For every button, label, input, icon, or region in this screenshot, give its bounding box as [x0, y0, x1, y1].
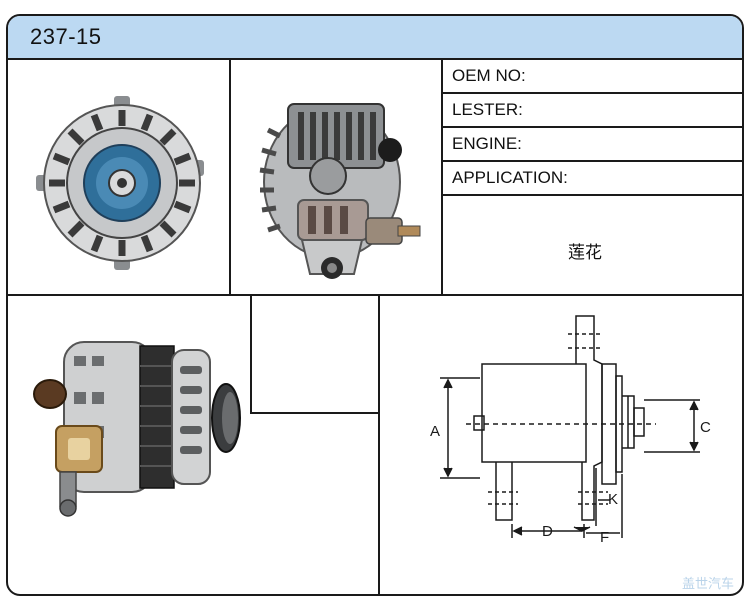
dimension-label-f: F [600, 529, 609, 546]
divider-horizontal-middle [8, 294, 742, 296]
engine-label: ENGINE: [452, 134, 522, 153]
part-number-title: 237-15 [30, 24, 102, 49]
application-value: 莲花 [568, 243, 602, 263]
watermark: 盖世汽车 [681, 577, 734, 592]
application-label: APPLICATION: [452, 168, 568, 187]
dimension-label-c: C [700, 419, 711, 436]
alternator-front-photo [32, 90, 212, 276]
dimension-label-d: D [542, 523, 553, 540]
dimension-label-a: A [430, 423, 440, 440]
divider-vertical-lower-left [250, 294, 252, 414]
oem-no-label: OEM NO: [452, 66, 526, 85]
alternator-side-photo [30, 322, 250, 522]
header-bar: 237-15 [8, 16, 742, 60]
lester-label: LESTER: [452, 100, 523, 119]
divider-vertical-2 [441, 58, 443, 296]
dimension-label-k: K [608, 491, 618, 508]
divider-vertical-lower-right [378, 294, 380, 594]
divider-step [250, 412, 380, 414]
spec-row-divider-3 [441, 160, 742, 162]
alternator-rear-photo [248, 90, 428, 290]
divider-vertical-1 [229, 58, 231, 296]
spec-row-divider-1 [441, 92, 742, 94]
product-card: 237-15 OEM NO: LESTER: ENGINE: APPLICATI… [6, 14, 744, 596]
dimension-diagram: A C D F K [382, 298, 742, 594]
spec-row-divider-2 [441, 126, 742, 128]
spec-row-divider-4 [441, 194, 742, 196]
